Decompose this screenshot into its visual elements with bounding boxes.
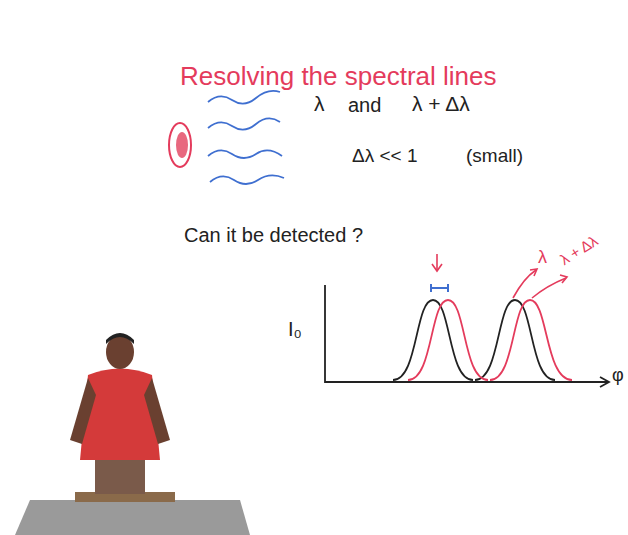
- slide-title: Resolving the spectral lines: [180, 62, 497, 91]
- intensity-axis-label: I₀: [288, 318, 302, 340]
- peak-label: λ: [538, 248, 547, 268]
- note-text: (small): [466, 146, 523, 167]
- peak-label: λ + Δλ: [557, 233, 601, 269]
- shift-bracket: [431, 284, 448, 292]
- question-text: Can it be detected ?: [184, 224, 363, 246]
- lecturer-figure: [15, 333, 250, 535]
- lambda-peaks: [393, 300, 555, 380]
- light-source: [169, 123, 191, 167]
- graph-axes: [325, 285, 609, 387]
- light-source-core: [176, 132, 188, 158]
- shifted-peaks: [408, 300, 572, 380]
- light-waves: [208, 91, 284, 184]
- conjunction: and: [348, 94, 381, 116]
- wavelength-symbol: λ: [314, 92, 325, 115]
- phase-axis-label: φ: [612, 366, 624, 386]
- condition-text: Δλ << 1: [352, 146, 418, 167]
- shifted-wavelength: λ + Δλ: [412, 92, 470, 115]
